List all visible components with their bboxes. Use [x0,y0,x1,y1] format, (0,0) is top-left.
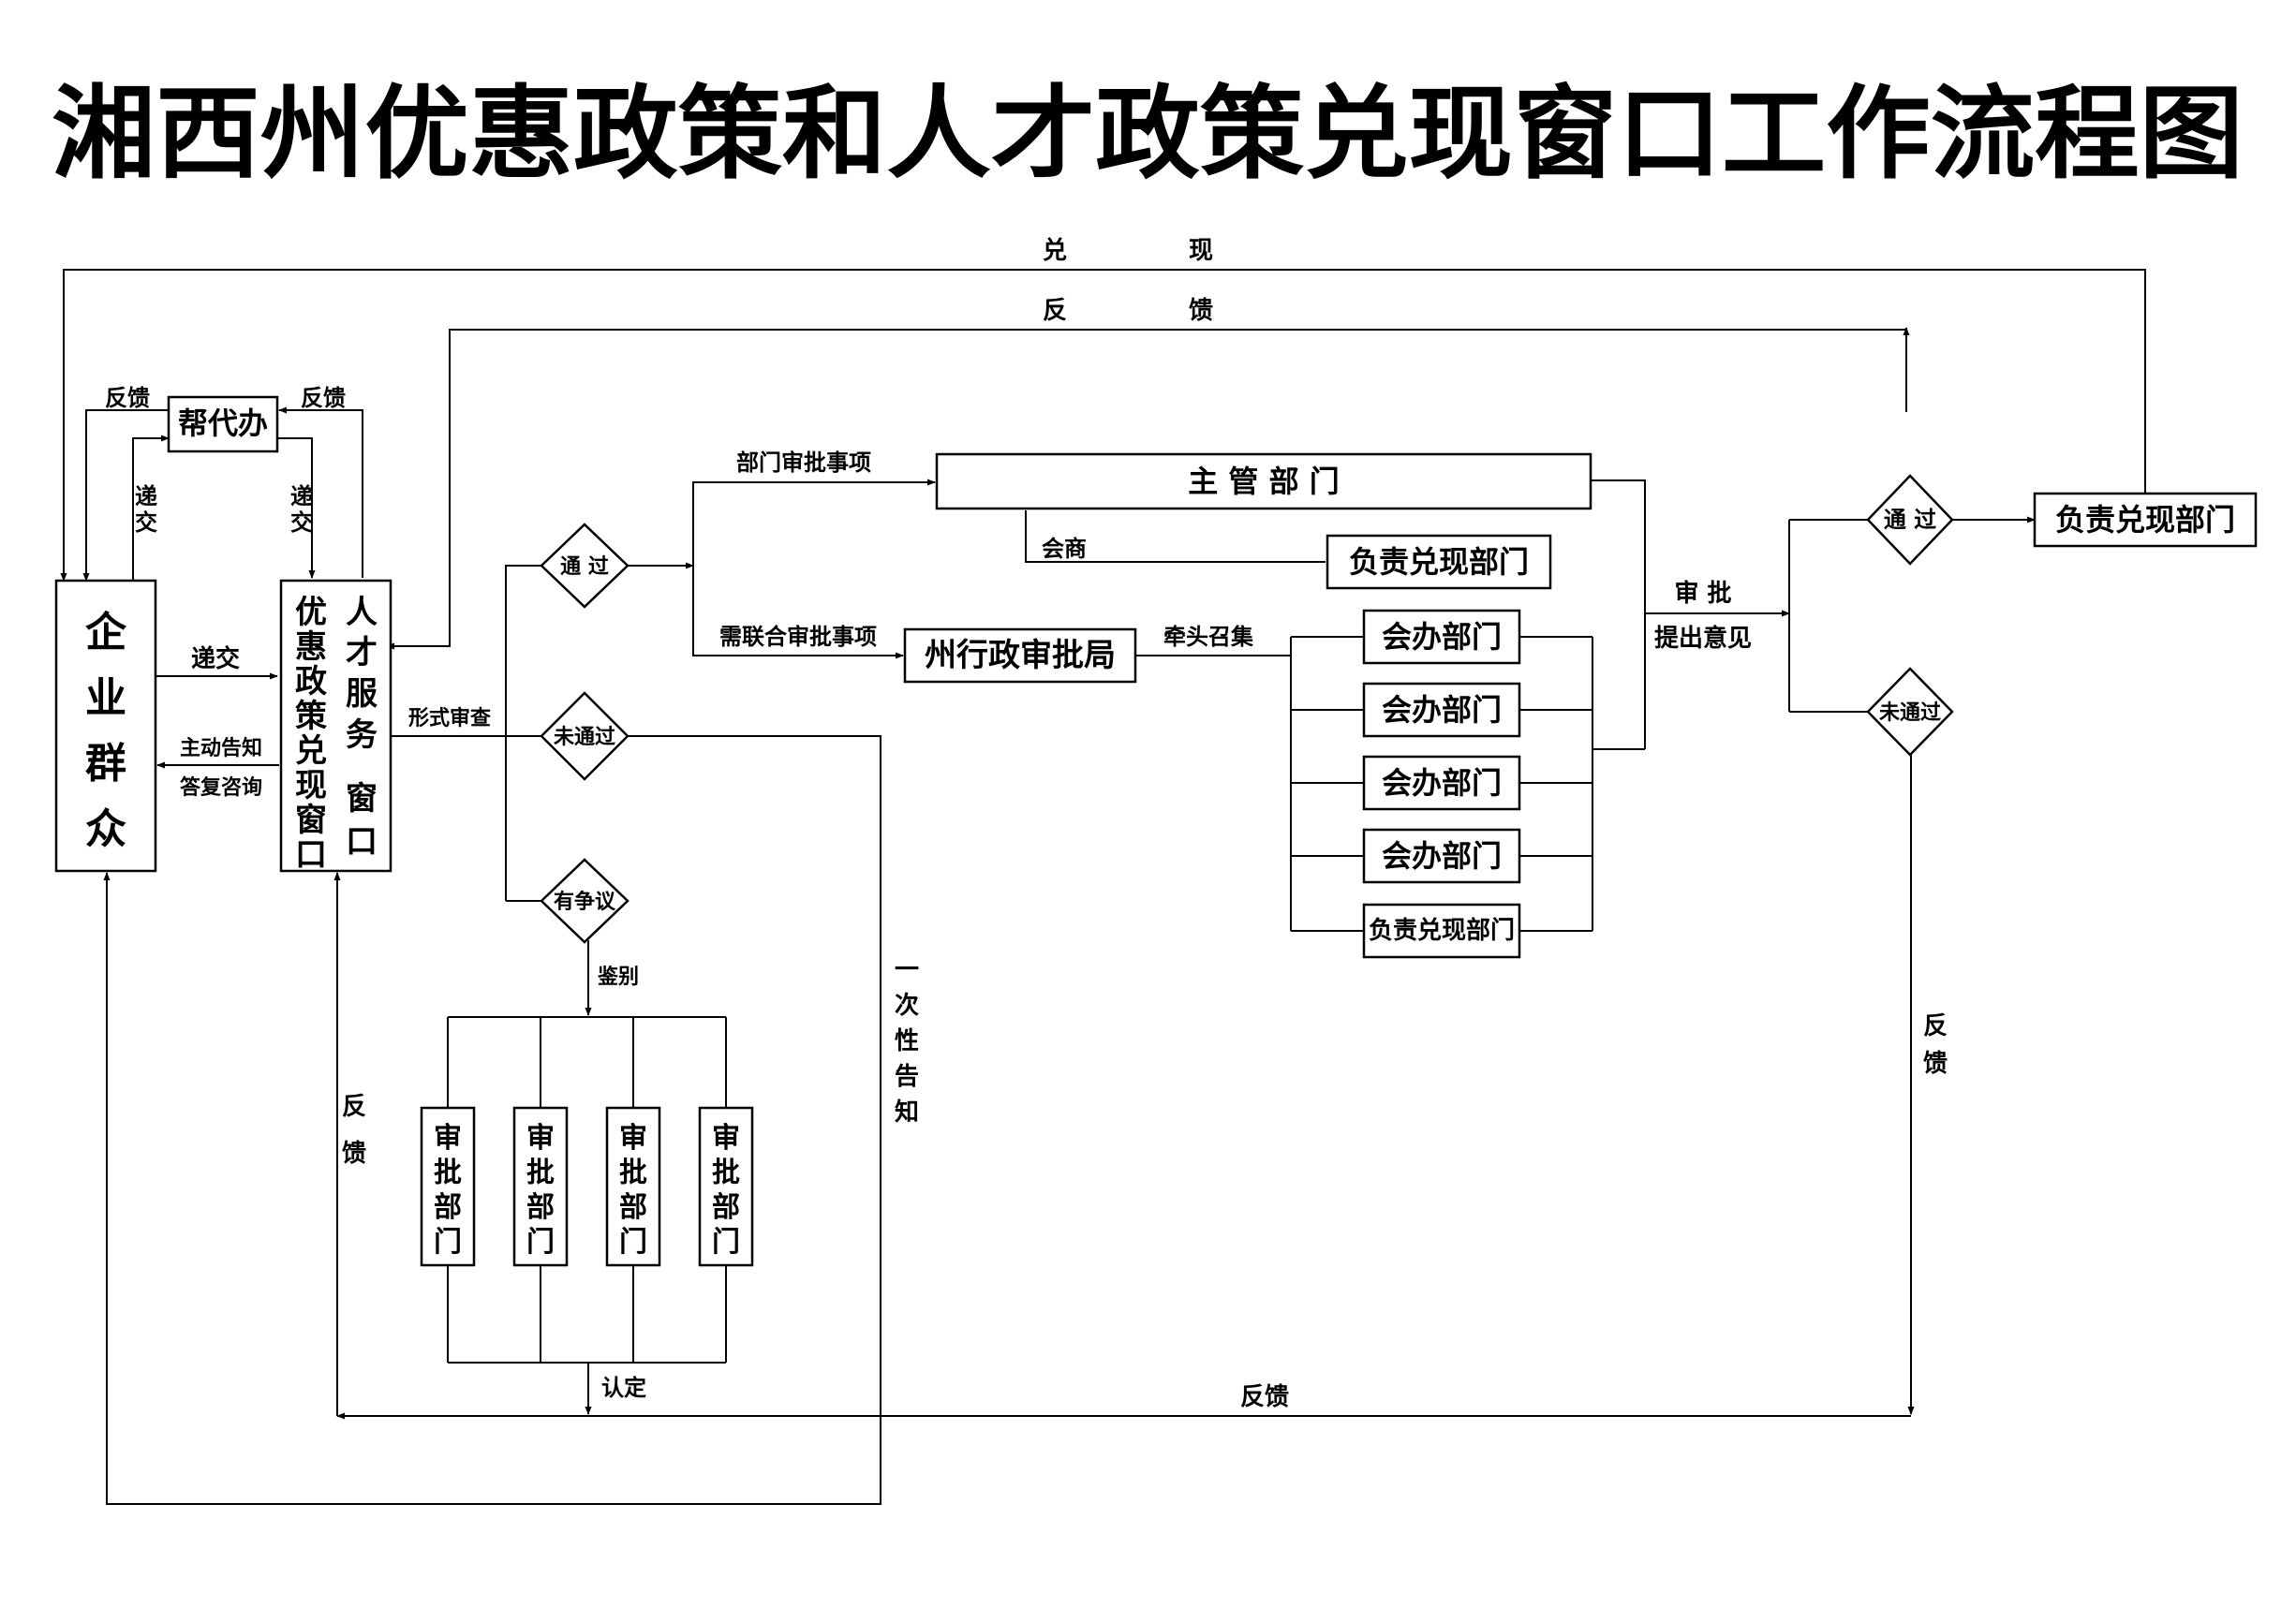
main-dept-out [1591,479,1646,749]
redeem-dept-box-2 [1362,903,1521,959]
window-box [279,579,393,873]
redeem-label-1: 兑 [1043,237,1067,265]
cohost-label-2: 会办部门 [1382,692,1502,728]
cohost-box-4 [1362,828,1521,884]
redeem-dept-box-1 [1326,534,1552,590]
approval-dept-label-4: 审批部门 [712,1122,740,1259]
redeem-loop-line [60,269,2146,582]
redeem-dept-label-1: 负责兑现部门 [1349,544,1529,580]
main-dept-box [935,452,1592,510]
reply-label: 答复咨询 [180,775,262,800]
pass-right-label: 通 过 [1884,506,1936,533]
left-feedback-line [82,409,169,582]
reject-diamond [540,691,630,781]
admin-approval-label: 州行政审批局 [925,637,1116,674]
review-label: 形式审查 [408,706,491,730]
right-feedback-line [278,406,363,578]
submit-label: 递交 [191,644,240,673]
convene-label: 牵头召集 [1163,623,1254,650]
cohost-box-1 [1362,609,1521,665]
bangdaiban-label: 帮代办 [178,406,268,441]
approval-dept-box-4 [698,1106,754,1267]
redeem-dept-box-3 [2033,492,2258,548]
cohost-label-1: 会办部门 [1382,619,1502,655]
notice-label: 一次性告知 [895,956,919,1127]
approval-dept-box-2 [512,1106,569,1267]
feedback-top-line-2 [386,329,1906,650]
right-submit-label: 递交 [290,482,313,536]
right-feedback-label: 反馈 [301,384,346,411]
opinion-label: 提出意见 [1654,624,1752,653]
bottom-feedback-label: 反馈 [1240,1383,1289,1411]
reject-right-label: 未通过 [1879,700,1941,725]
right-bottom-feedback-label: 反馈 [1923,1012,1948,1078]
main-dept-label: 主 管 部 门 [1188,464,1339,499]
consult-line [1025,510,1326,563]
identify-label: 鉴别 [597,965,639,989]
pass-branch [692,479,936,566]
consult-label: 会商 [1042,535,1087,562]
pass-label: 通 过 [560,554,609,579]
left-submit-label: 递交 [135,482,157,536]
cohost-box-2 [1362,682,1521,738]
enterprise-label: 企业群众 [85,609,127,853]
cohost-label-4: 会办部门 [1382,838,1502,874]
redeem-label-2: 现 [1189,237,1213,265]
review-branch-trunk [505,565,543,737]
reject-diamond-right [1866,667,1954,757]
joint-branch [692,566,904,659]
admin-approval-box [903,627,1137,684]
left-submit-line [132,435,170,581]
feedback-label-2: 馈 [1189,297,1213,325]
notice-line [103,735,881,1505]
joint-items-label: 需联合审批事项 [719,623,877,650]
page-title: 湘西州优惠政策和人才政策兑现窗口工作流程图 [52,75,2244,193]
approval-dept-label-1: 审批部门 [434,1122,462,1259]
reject-label: 未通过 [554,725,615,749]
pass-diamond [540,523,630,609]
cohost-label-3: 会办部门 [1382,765,1502,801]
left-bottom-feedback-label: 反馈 [342,1093,366,1168]
left-feedback-label: 反馈 [105,384,150,411]
confirm-label: 认定 [601,1374,646,1401]
dispute-label: 有争议 [554,890,616,914]
dept-approval-items-label: 部门审批事项 [736,449,871,476]
redeem-dept-label-3: 负责兑现部门 [2055,502,2235,538]
inform-label: 主动告知 [180,736,262,760]
dispute-diamond [540,858,630,944]
rencai-label: 人才服务窗口 [346,594,378,861]
pass-diamond-right [1866,474,1954,566]
feedback-label-1: 反 [1043,297,1067,325]
youhui-label: 优惠政策兑现窗口 [295,594,327,874]
approval-dept-label-2: 审批部门 [526,1122,555,1259]
approve-label: 审 批 [1674,579,1731,608]
approval-dept-label-3: 审批部门 [619,1122,647,1259]
enterprise-box [54,579,157,873]
cohost-box-3 [1362,755,1521,811]
approval-dept-box-3 [605,1106,661,1267]
right-submit-line [277,437,316,579]
redeem-dept-label-2: 负责兑现部门 [1369,917,1515,945]
bangdaiban-box [167,395,279,453]
approval-dept-box-1 [420,1106,476,1267]
